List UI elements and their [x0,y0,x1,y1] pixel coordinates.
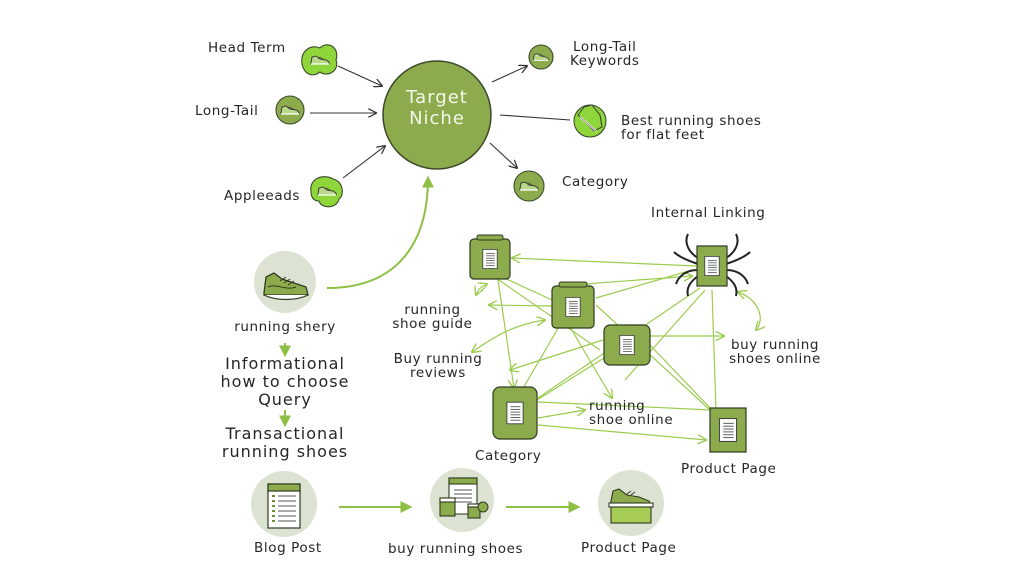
buy-running-reviews-label: Buy running reviews [383,351,493,382]
long-tail-keywords-label: Long-Tail Keywords [570,39,640,70]
link-line [489,305,553,306]
label-line: shoe online [589,412,674,429]
arrow-appleeads-to-niche [342,146,385,179]
running-shoe-online-label: running shoe online [589,398,674,429]
running-shery-label: running shery [234,319,336,335]
buy-running-shoes-label: buy running shoes [388,541,524,557]
link-line [537,424,706,440]
long-tail-icon [275,95,305,125]
head-term-icon [301,44,338,76]
label-line: Query [258,389,312,409]
link-line [510,339,604,370]
long-tail-keywords-icon [528,44,554,70]
arrow-head-term-to-niche [337,65,382,86]
target-niche-line-2: Niche [409,107,465,129]
label-line: Keywords [570,53,640,70]
target-niche-line-1: Target [406,87,468,108]
category-node-label: Category [475,448,542,464]
link-line [537,410,585,419]
link-curve [738,292,760,330]
label-line: shoe guide [392,316,473,333]
page-node-buy-running-reviews[interactable] [551,281,595,329]
label-line: running shoes [221,441,349,461]
head-term-label: Head Term [208,40,286,56]
target-niche-label: Target Niche [382,87,492,129]
link-line [512,258,697,267]
arrow-shoe-to-niche [326,175,434,289]
hub-arrows [310,65,571,179]
buy-running-shoes-online-label: buy running shoes online [725,337,825,368]
link-line [536,357,605,401]
label-line: buy running [730,337,820,353]
category-output-label: Category [562,174,629,190]
page-node-running-shoe-online[interactable] [603,324,651,366]
shopping-pages-icon [439,477,489,519]
label-line: Transactional [225,424,345,443]
label-line: running [589,398,646,414]
link-curve [476,284,487,295]
transactional-label: Transactional running shoes [205,425,365,461]
link-line [595,269,693,299]
product-page-flow-label: Product Page [581,540,677,556]
page-node-product-page[interactable] [709,407,747,453]
link-curve [472,320,545,352]
category-icon [513,170,545,202]
label-line: reviews [410,365,466,382]
product-page-node-label: Product Page [681,461,777,477]
link-line [495,277,601,351]
best-running-shoes-label: Best running shoes for flat feet [621,113,762,144]
arrow-niche-to-category [489,142,517,168]
running-shoe-icon [263,272,309,301]
shoe-box-icon [608,488,654,524]
link-line [521,324,561,391]
link-line [649,344,713,411]
running-shoe-guide-label: running shoe guide [385,302,480,333]
link-line [595,304,711,411]
page-node-running-shoe-guide[interactable] [469,234,511,280]
target-niche-circle[interactable] [382,60,492,170]
label-line: Best running shoes [621,113,762,129]
label-line: for flat feet [621,127,705,144]
arrow-niche-to-long-tail-keywords [491,66,527,83]
link-line [499,275,553,301]
blog-post-label: Blog Post [254,540,322,556]
informational-query-label: Informational how to choose Query [205,355,365,409]
label-line: shoes online [729,351,821,368]
best-running-shoes-icon [573,104,607,138]
link-line [537,401,713,411]
internal-linking-spider-icon[interactable] [673,233,751,297]
label-line: running [404,302,461,318]
label-line: Informational [225,354,345,373]
label-line: Buy running [393,351,483,367]
appleeads-label: Appleeads [224,188,301,204]
internal-linking-title: Internal Linking [651,205,766,221]
long-tail-label: Long-Tail [195,103,259,119]
link-line [711,289,717,411]
blog-post-icon [267,483,301,529]
appleeads-icon [310,176,343,208]
line-niche-to-best-running-shoes [499,114,571,121]
page-node-category[interactable] [492,386,538,440]
label-line: how to choose [220,371,350,391]
label-line: Long-Tail [573,39,637,55]
